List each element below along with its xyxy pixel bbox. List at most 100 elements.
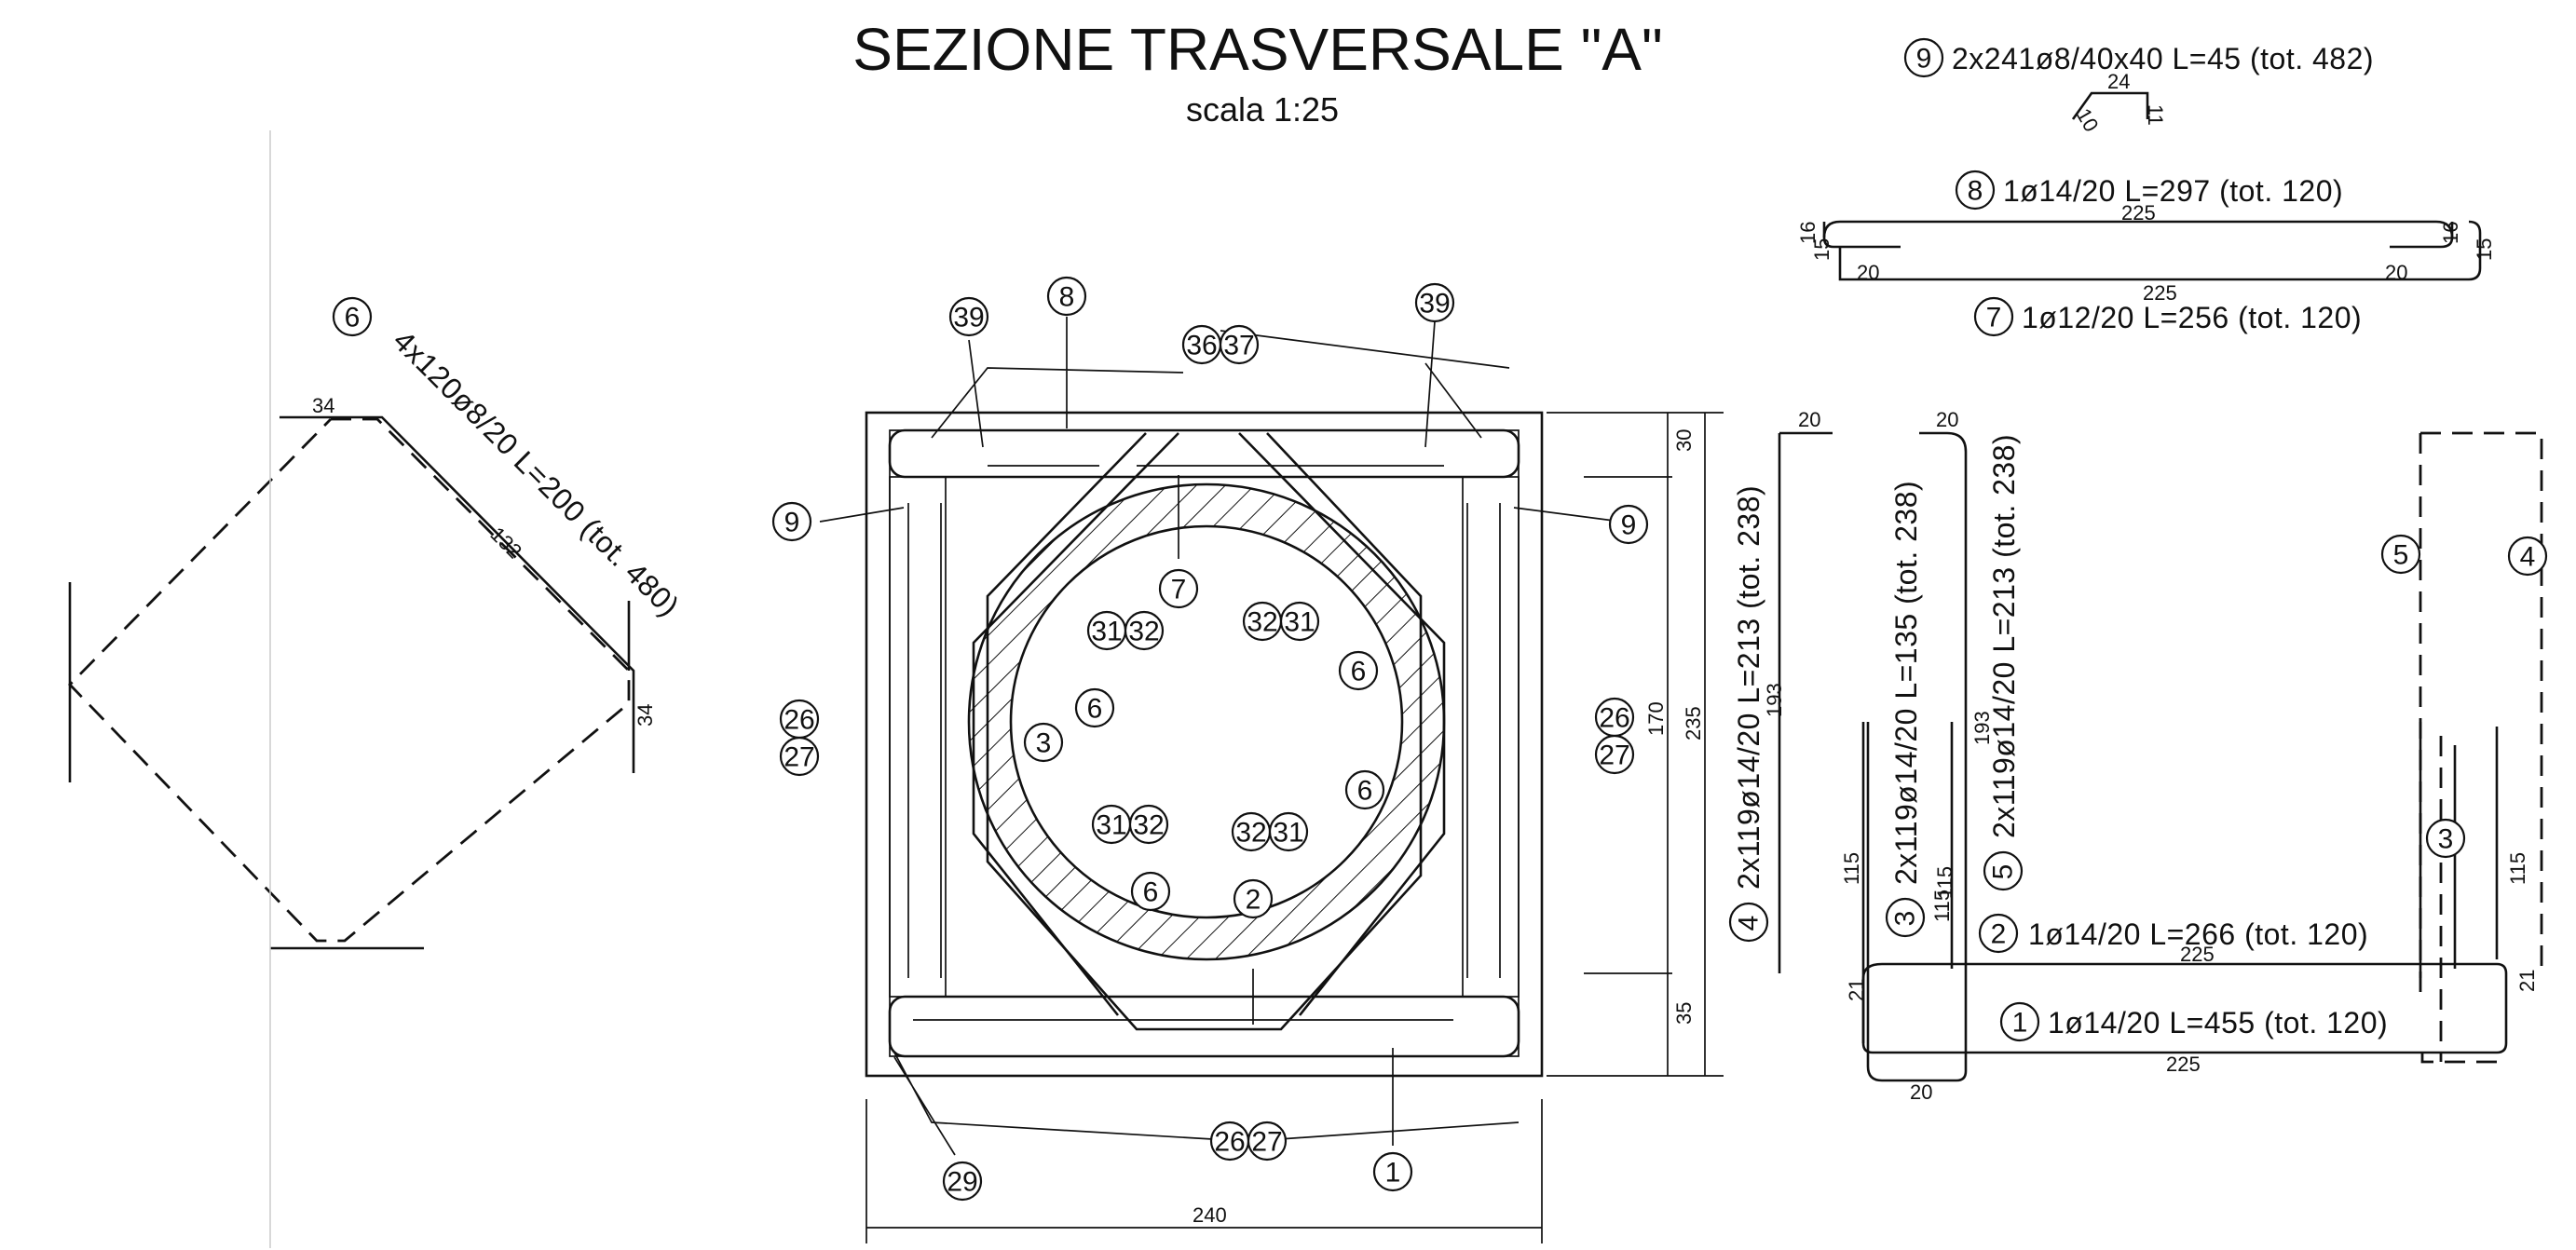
mark-label: 29 [947,1167,977,1198]
mark-label: 26 [784,705,814,736]
bar-mark: 5 [1988,864,2019,880]
mark-label: 7 [1171,575,1187,605]
mark-27-right: 27 [1594,734,1635,775]
dim-label: 115 [1933,866,1956,899]
right-wall [1462,476,1520,998]
mark-1: 1 [1372,1151,1413,1192]
bar-1-legs [1861,722,2499,1043]
bar-mark-circle [1728,902,1769,943]
bar-9-schedule: 9 2x241ø8/40x40 L=45 (tot. 482) 24 11 10 [1903,37,2374,136]
dim-label: 24 [2107,70,2130,93]
mark-label: 31 [1096,810,1126,841]
bar-3-shape [1866,431,1968,1082]
mark-32-d: 32 [1231,811,1272,852]
shaft-outer [967,482,1446,961]
mark-label: 31 [1284,607,1315,638]
bar-spec: 2x119ø14/20 L=213 (tot. 238) [1987,434,2021,838]
dim-label: 115 [1840,852,1863,885]
bar-2-schedule: 2 1ø14/20 L=266 (tot. 120) 225 21 21 [1845,913,2539,1054]
dim-label: 34 [634,704,657,727]
bar-5-schedule: 5 2x119ø14/20 L=213 (tot. 238) 193 [1970,434,2024,891]
mark-6-b: 6 [1074,687,1115,728]
bar-mark-circle [1999,1001,2040,1042]
dim-label: 115 [1930,890,1954,922]
shaft-inner [1009,524,1404,919]
section-marks: 39 8 36 37 39 9 9 7 31 32 32 31 6 6 26 2… [771,276,1649,1202]
mark-label: 31 [1091,617,1122,647]
bar-9-shape [2071,91,2149,120]
bar-mark-circle [1903,37,1944,78]
left-wall [889,476,947,998]
bar-1-schedule: 1 1ø14/20 L=455 (tot. 120) 225 115 115 1… [1840,722,2529,1076]
mark-31-a: 31 [1086,610,1127,651]
bar-6-ends [68,582,631,950]
mark-label: 9 [784,508,800,538]
bar-spec: 2x241ø8/40x40 L=45 (tot. 482) [1952,42,2374,75]
mark-label: 6 [1087,694,1103,725]
dim-label: 20 [1936,408,1958,431]
mark-2: 2 [1233,878,1274,919]
bar-7-shape [1838,220,2482,281]
dim-label: 20 [1798,408,1820,431]
bar-spec: 1ø14/20 L=266 (tot. 120) [2028,917,2368,951]
dimension-line-bottom [865,1099,1543,1243]
mark-3: 3 [1023,722,1064,763]
mark-6-d: 6 [1130,871,1171,912]
mark-label: 39 [953,303,984,333]
mark-26-right: 26 [1594,697,1635,738]
bar-mark: 9 [1916,44,1932,75]
dim-top: 30 [1672,429,1696,452]
mark-6-c: 6 [1344,769,1385,810]
mark-39-right: 39 [1414,282,1455,323]
mark-32-c: 32 [1128,804,1169,845]
mark-label: 3 [2438,824,2454,855]
dim-label: 16 [1796,222,1820,244]
mark-label: 27 [1251,1127,1282,1158]
bar-8-top [1822,220,2454,238]
dim-label: 20 [1857,261,1879,284]
dim-label: 193 [1970,711,1994,745]
dim-width: 240 [1193,1203,1227,1227]
mark-31-d: 31 [1268,811,1309,852]
mark-8: 8 [1046,276,1087,317]
bar-spec: 2x119ø14/20 L=213 (tot. 238) [1732,485,1765,890]
mark-5-elevation: 5 [2380,534,2421,575]
mark-label: 32 [1133,810,1164,841]
bar-8-shape [1822,222,2454,249]
mark-label: 4 [2520,542,2536,573]
mark-32-a: 32 [1124,610,1165,651]
bar-spec: 1ø14/20 L=297 (tot. 120) [2003,174,2343,208]
bar-6-shape [68,417,631,943]
bar-6-solid [279,415,635,773]
bar-6-schedule: 6 4x120ø8/20 L=200 (tot. 480) 34 132 34 [68,296,686,950]
bottom-bar-row [888,995,1520,1058]
elevation-legs [2419,722,2457,978]
mark-6-a: 6 [1338,650,1379,691]
mark-label: 37 [1223,331,1254,361]
mark-label: 9 [1621,510,1637,541]
mark-label: 39 [1419,289,1450,319]
shaft-ring-hatch [969,484,1444,959]
mark-label: 32 [1235,818,1266,849]
dim-label: 10 [2072,104,2104,136]
dimension-lines-right [1547,412,1724,1077]
mark-label: 3 [1036,728,1052,759]
bar-4-schedule: 20 4 2x119ø14/20 L=213 (tot. 238) 193 [1728,408,1833,973]
mark-label: 36 [1186,331,1217,361]
dim-label: 15 [2473,238,2496,261]
bar-mark: 3 [1890,911,1921,927]
bar-mark: 8 [1968,176,1983,207]
mark-7: 7 [1158,568,1199,609]
section-outline [865,411,1544,1078]
bar-7-schedule: 16 15 16 15 20 20 225 7 1ø12/20 L=256 (t… [1796,220,2496,337]
bar-spec: 1ø14/20 L=455 (tot. 120) [2048,1006,2388,1039]
mark-36: 36 [1181,324,1222,365]
mark-26-bottom: 26 [1209,1121,1250,1162]
bar-mark-circle [332,296,373,337]
dim-middle: 170 [1644,701,1668,736]
mark-26-left: 26 [779,699,820,740]
dim-bottom: 35 [1672,1002,1696,1025]
bar-mark-circle [1885,897,1926,938]
mark-label: 26 [1599,703,1629,734]
